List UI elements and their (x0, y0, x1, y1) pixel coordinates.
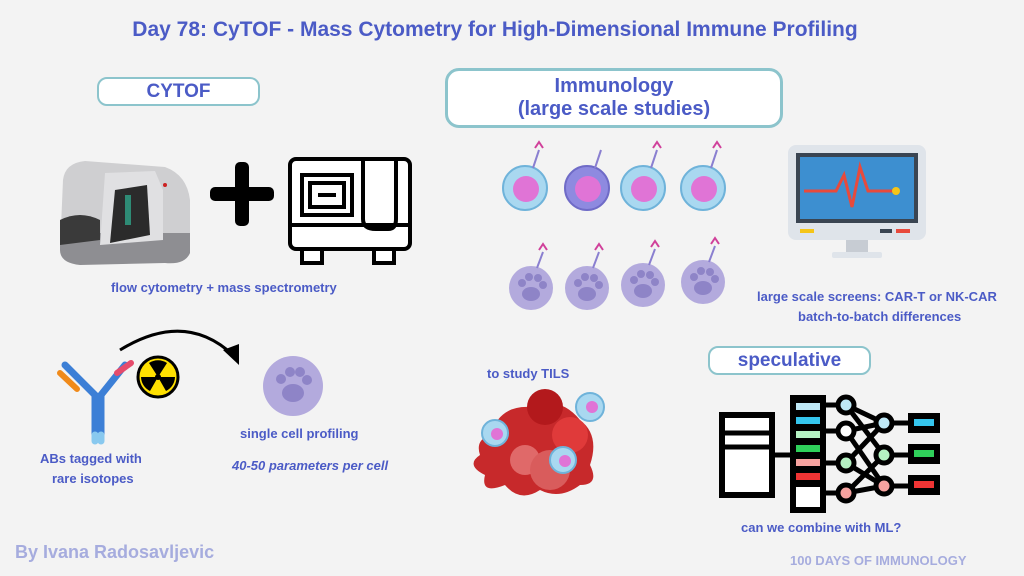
monitor-icon (788, 145, 926, 258)
immunology-label-box: Immunology (large scale studies) (445, 68, 783, 128)
ml-caption: can we combine with ML? (741, 520, 902, 535)
cell-caption: single cell profiling (240, 426, 359, 441)
immunology-label-line2: (large scale studies) (517, 98, 711, 120)
screens-caption-line1: large scale screens: CAR-T or NK-CAR (757, 289, 997, 304)
author-credit: By Ivana Radosavljevic (15, 542, 215, 562)
ml-network-icon (719, 394, 940, 513)
antibody-icon (57, 355, 180, 445)
cytof-label-box: CYTOF (97, 77, 260, 106)
curved-arrow-icon (119, 329, 239, 365)
parameters-caption: 40-50 parameters per cell (232, 458, 389, 473)
screens-caption-line2: batch-to-batch differences (798, 309, 962, 324)
mass-spectrometer-icon (288, 157, 412, 265)
immune-cells-group (502, 141, 726, 311)
series-credit: 100 DAYS OF IMMUNOLOGY (790, 553, 967, 568)
immunology-label-line1: Immunology (554, 75, 674, 97)
cytof-caption: flow cytometry + mass spectrometry (111, 280, 337, 295)
plus-icon (210, 162, 274, 226)
single-cell-icon (263, 356, 323, 416)
speculative-label: speculative (737, 349, 842, 371)
cytof-label: CYTOF (146, 80, 211, 102)
speculative-label-box: speculative (708, 346, 871, 375)
antibody-caption-line1: ABs tagged with (40, 451, 142, 466)
page-title: Day 78: CyTOF - Mass Cytometry for High-… (132, 18, 858, 41)
tils-caption: to study TILS (487, 366, 570, 381)
antibody-caption-line2: rare isotopes (52, 471, 134, 486)
tumor-icon (473, 389, 605, 496)
cytof-instrument-image (60, 161, 190, 265)
